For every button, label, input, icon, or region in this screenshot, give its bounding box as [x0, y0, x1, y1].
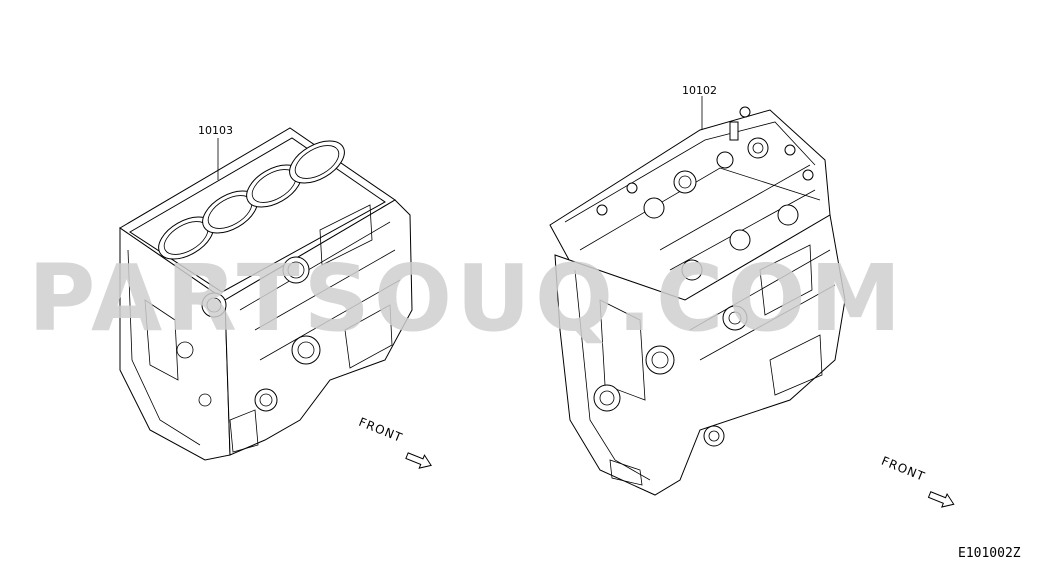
front-arrow-icon	[405, 452, 432, 469]
part-number-10102[interactable]: 10102	[682, 84, 717, 97]
long-block-drawing[interactable]: 10102	[549, 84, 846, 496]
front-label-left: FRONT	[357, 415, 405, 445]
diagram-code: E101002Z	[958, 546, 1021, 561]
front-label-right: FRONT	[879, 454, 927, 484]
watermark: PARTSOUQ.COM	[28, 245, 905, 352]
front-arrow-icon	[927, 491, 955, 508]
short-block-drawing[interactable]: 10103	[119, 124, 413, 461]
front-indicator-left: FRONT	[357, 415, 432, 469]
front-indicator-right: FRONT	[879, 454, 955, 508]
part-number-10103[interactable]: 10103	[198, 124, 233, 137]
